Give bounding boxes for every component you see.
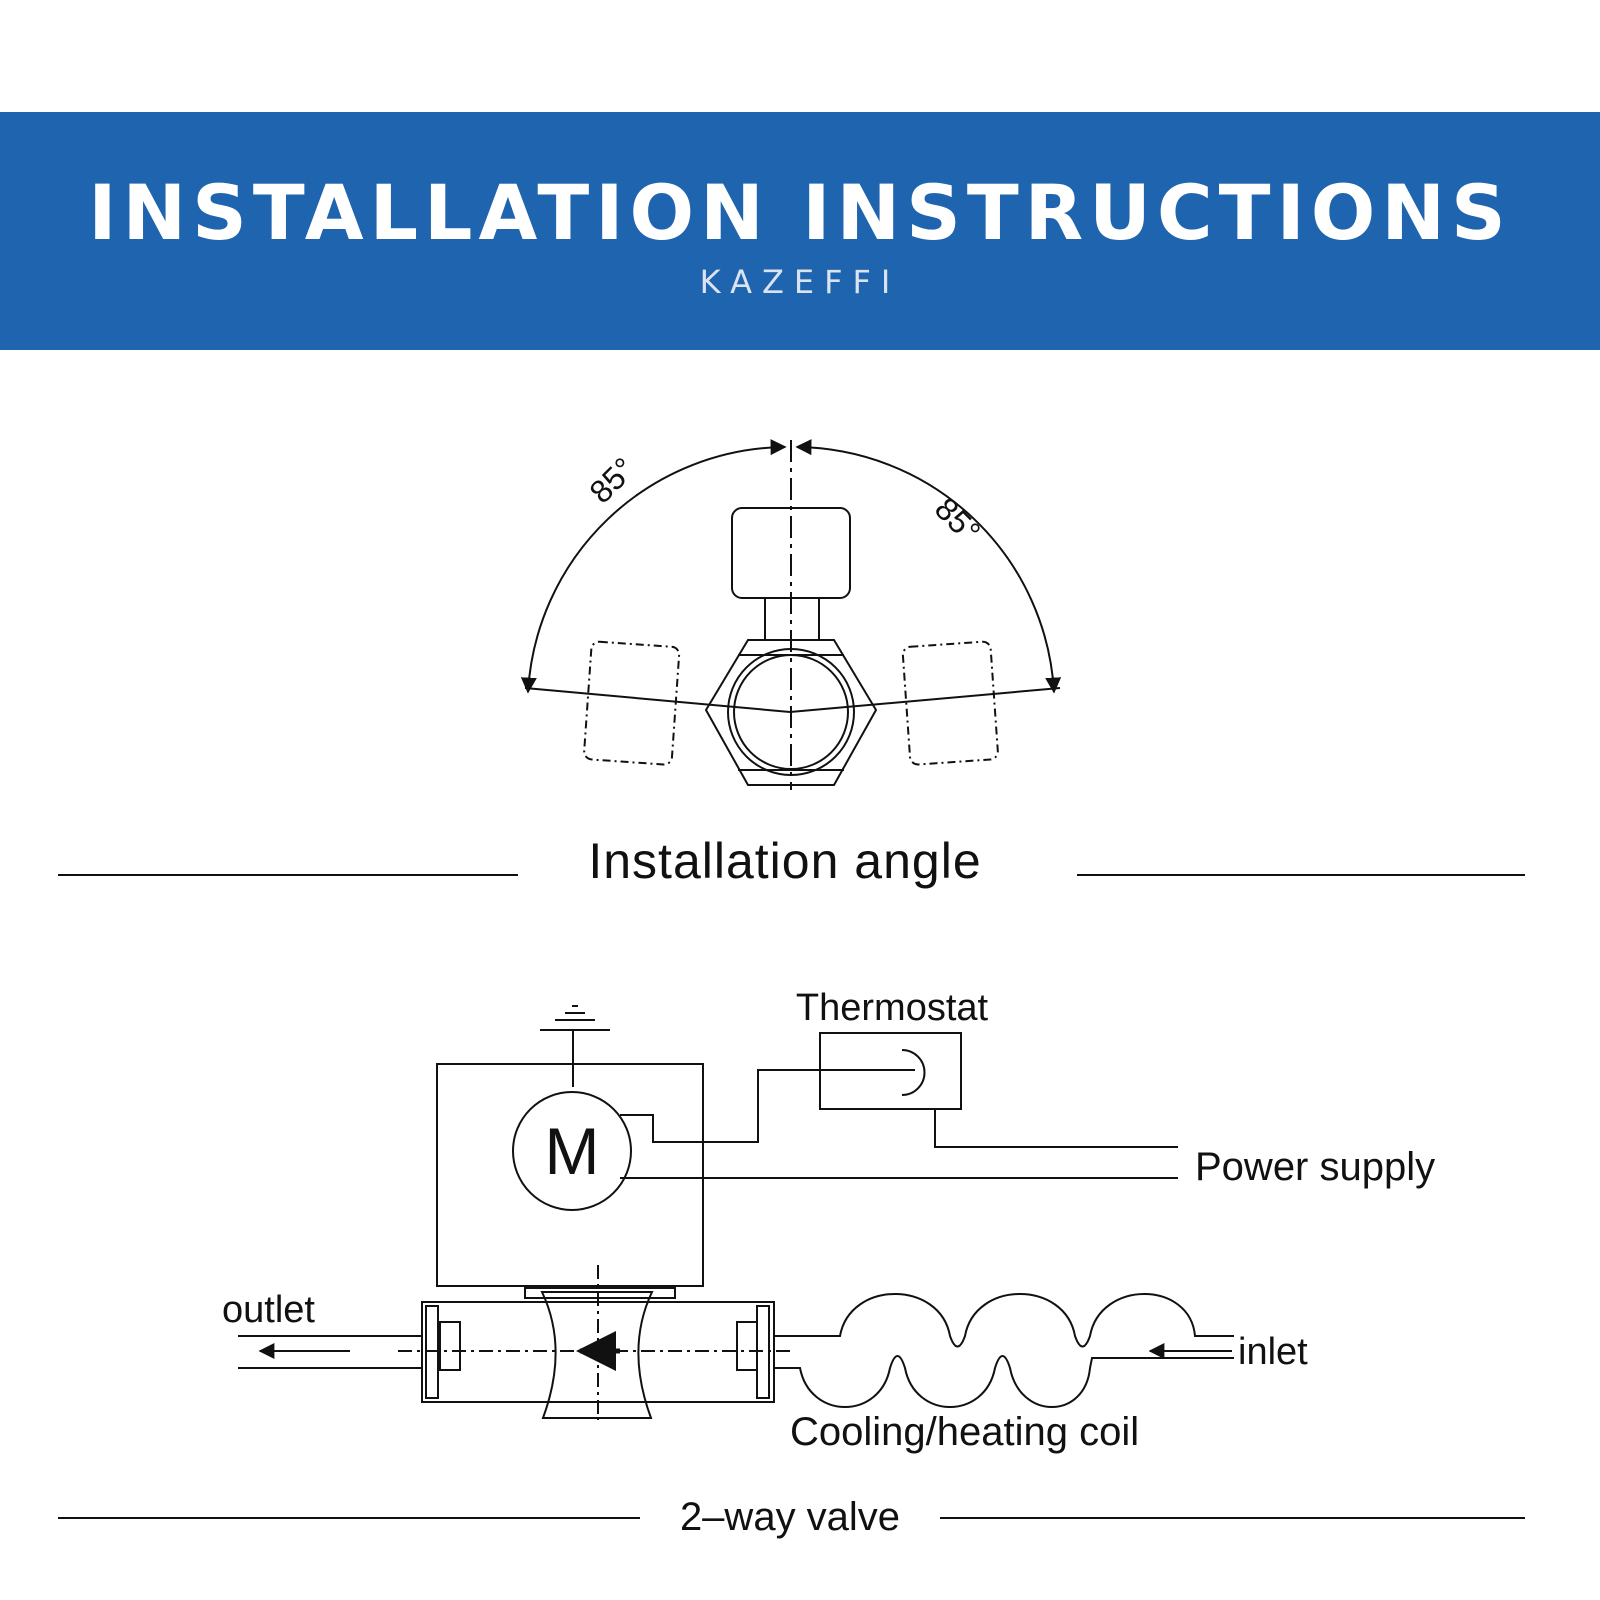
inlet-label: inlet xyxy=(1238,1331,1308,1373)
motor-circle xyxy=(512,1091,632,1211)
thermostat-dial xyxy=(901,1049,926,1096)
thermostat-box xyxy=(819,1032,962,1110)
thermostat-label: Thermostat xyxy=(796,987,989,1029)
page-title: INSTALLATION INSTRUCTIONS xyxy=(88,168,1512,257)
left-angle-arc xyxy=(520,439,787,694)
left-angle-label: 85° xyxy=(582,450,642,510)
installation-angle-caption: Installation angle xyxy=(588,833,981,889)
right-angle-arc xyxy=(795,439,1062,694)
right-reference-line xyxy=(789,687,1061,713)
valve-throat xyxy=(540,1291,654,1419)
actuator-housing xyxy=(436,1063,704,1287)
valve-hex-body xyxy=(704,639,878,786)
motor-label: M xyxy=(545,1114,600,1188)
wiring-diagram xyxy=(238,1005,1234,1420)
header-banner xyxy=(0,112,1600,350)
installation-angle-figure xyxy=(520,439,1062,790)
outlet-label: outlet xyxy=(222,1289,315,1331)
power-supply-label: Power supply xyxy=(1195,1145,1435,1189)
right-tilted-position xyxy=(901,640,999,766)
coil-label: Cooling/heating coil xyxy=(790,1410,1139,1454)
thermostat-wire xyxy=(620,1069,915,1143)
cooling-heating-coil xyxy=(774,1293,1234,1348)
valve-port-outer xyxy=(727,648,855,776)
two-way-valve-caption: 2–way valve xyxy=(680,1495,900,1539)
brand-name: KAZEFFI xyxy=(699,263,901,301)
right-angle-label: 85° xyxy=(928,490,988,550)
left-reference-line xyxy=(524,687,791,713)
power-supply-wire-1 xyxy=(934,1110,1178,1148)
valve-port-inner xyxy=(733,654,849,770)
left-tilted-position xyxy=(583,640,681,766)
